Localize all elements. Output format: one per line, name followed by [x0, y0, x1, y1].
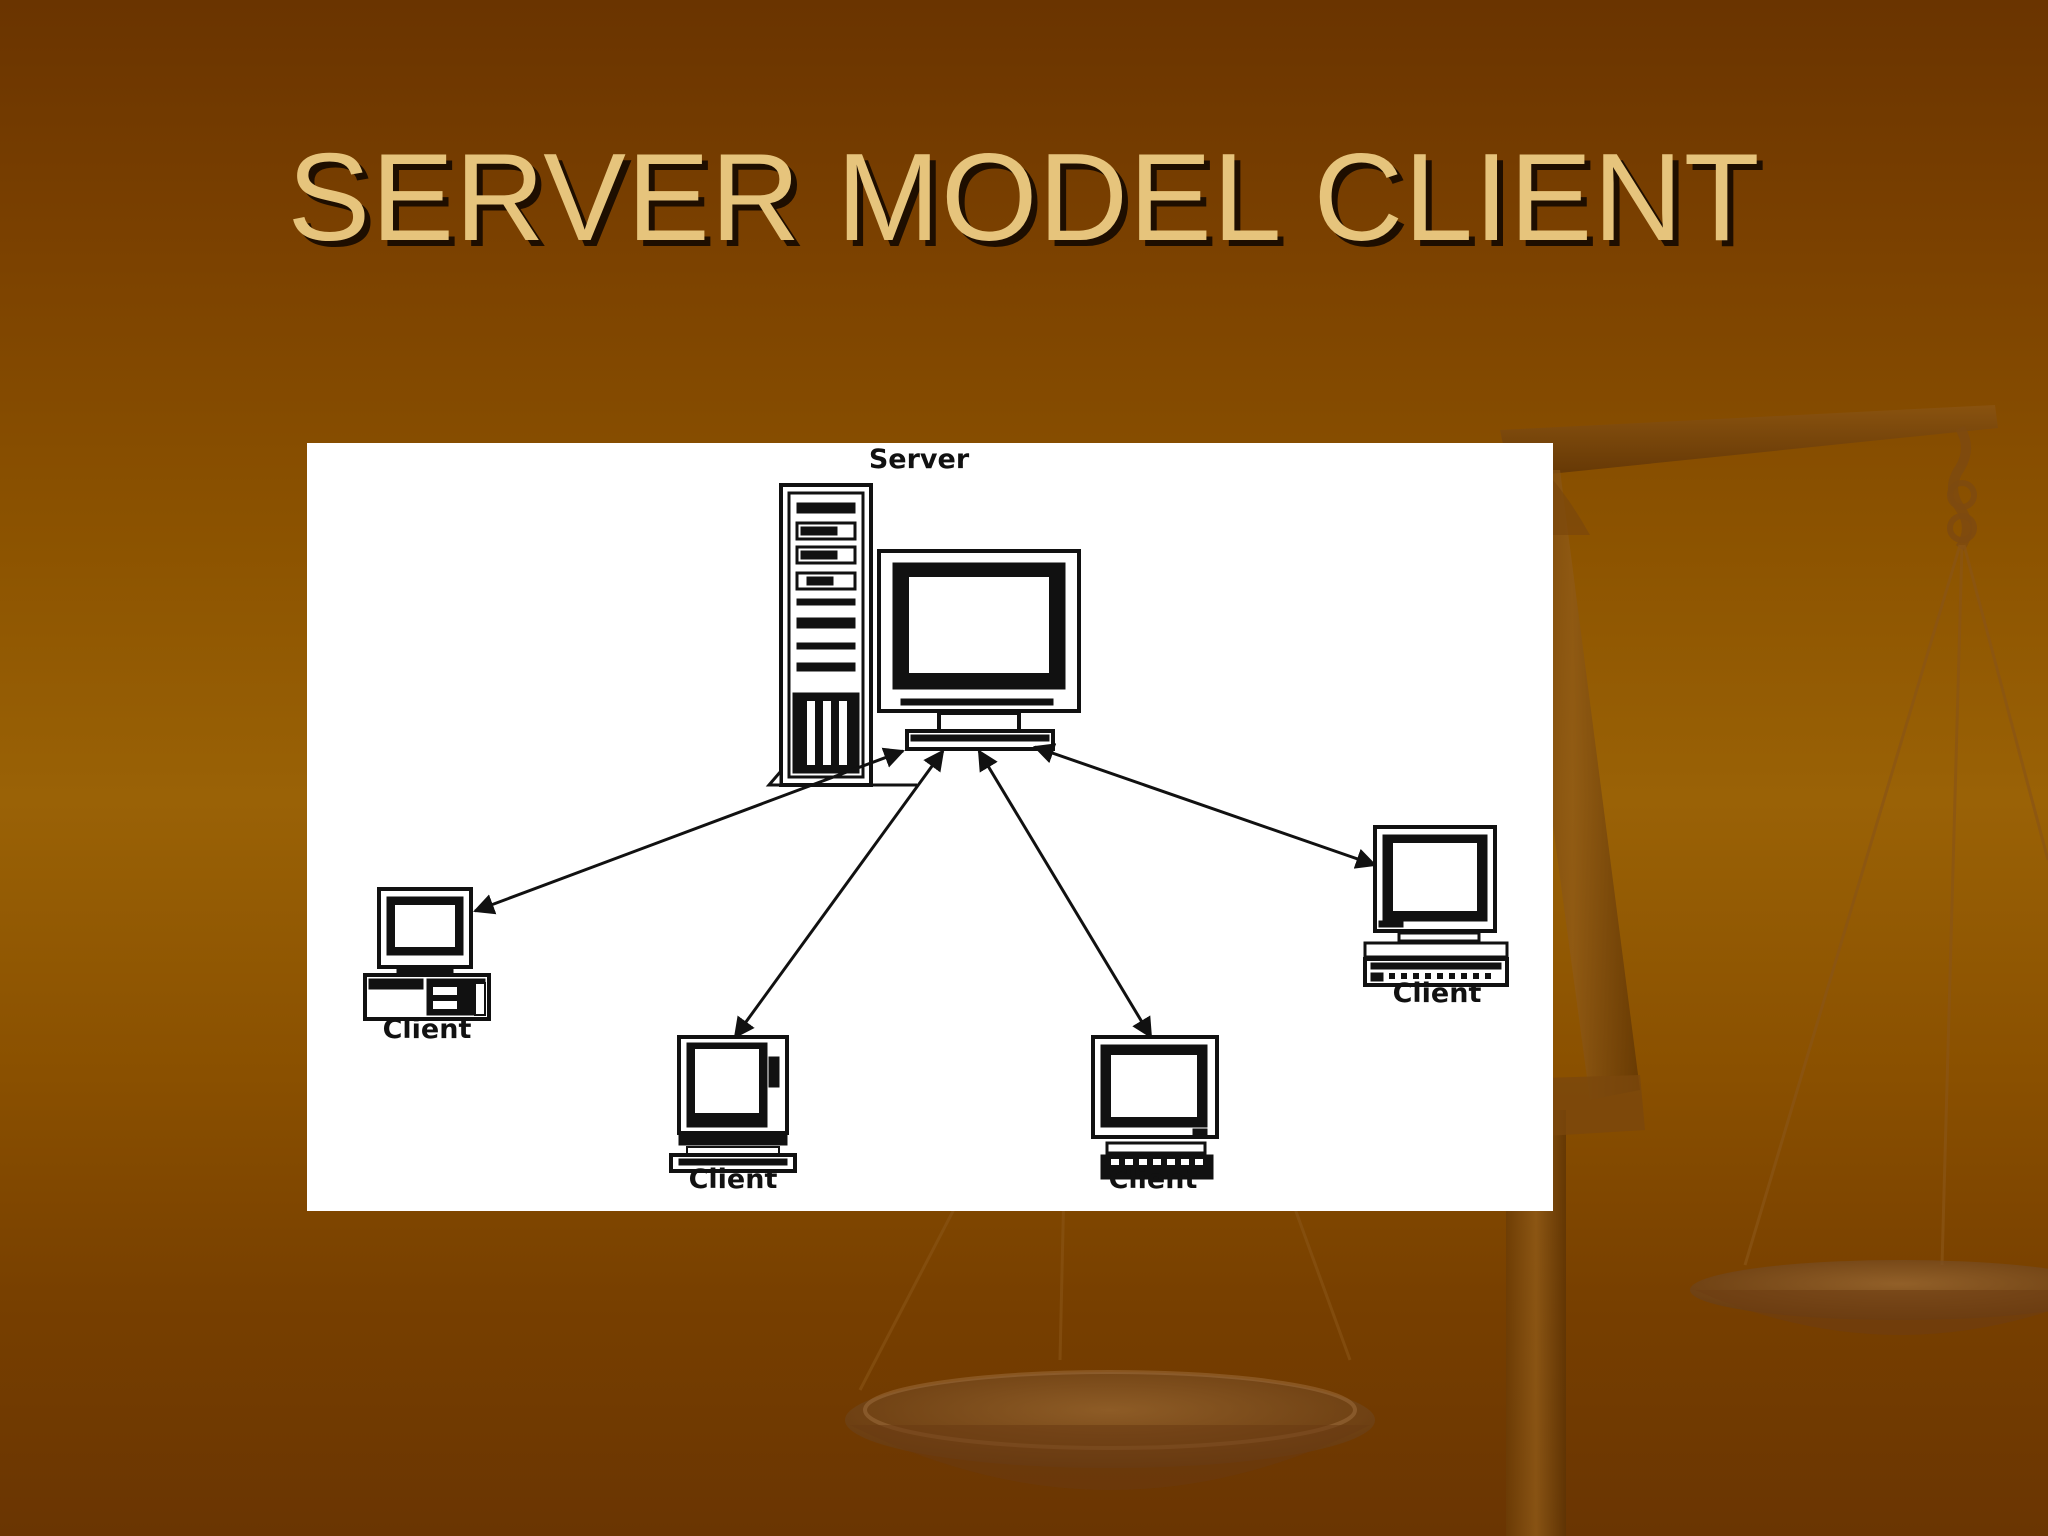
client-label: Client	[1392, 978, 1482, 1009]
client-label: Client	[382, 1014, 472, 1045]
server-tower-icon	[765, 483, 917, 787]
network-diagram: Server Client Client Client Client	[307, 443, 1553, 1211]
connection-arrow-client-3	[977, 749, 1153, 1039]
client-desktop-pc-icon	[363, 887, 491, 1021]
client-laptop-icon	[669, 1035, 797, 1173]
connection-arrow-client-1	[473, 747, 905, 915]
diagram-canvas	[363, 483, 1509, 1180]
connection-arrow-client-2	[733, 749, 945, 1039]
connection-arrow-client-4	[1033, 743, 1377, 869]
client-label: Client	[1108, 1164, 1198, 1195]
server-monitor-icon	[877, 549, 1081, 751]
client-label: Client	[688, 1164, 778, 1195]
server-label: Server	[868, 444, 970, 475]
client-workstation-icon	[1363, 825, 1509, 987]
client-monitor-pc-icon	[1091, 1035, 1219, 1180]
slide-title: SERVER MODEL CLIENT	[287, 129, 1761, 267]
